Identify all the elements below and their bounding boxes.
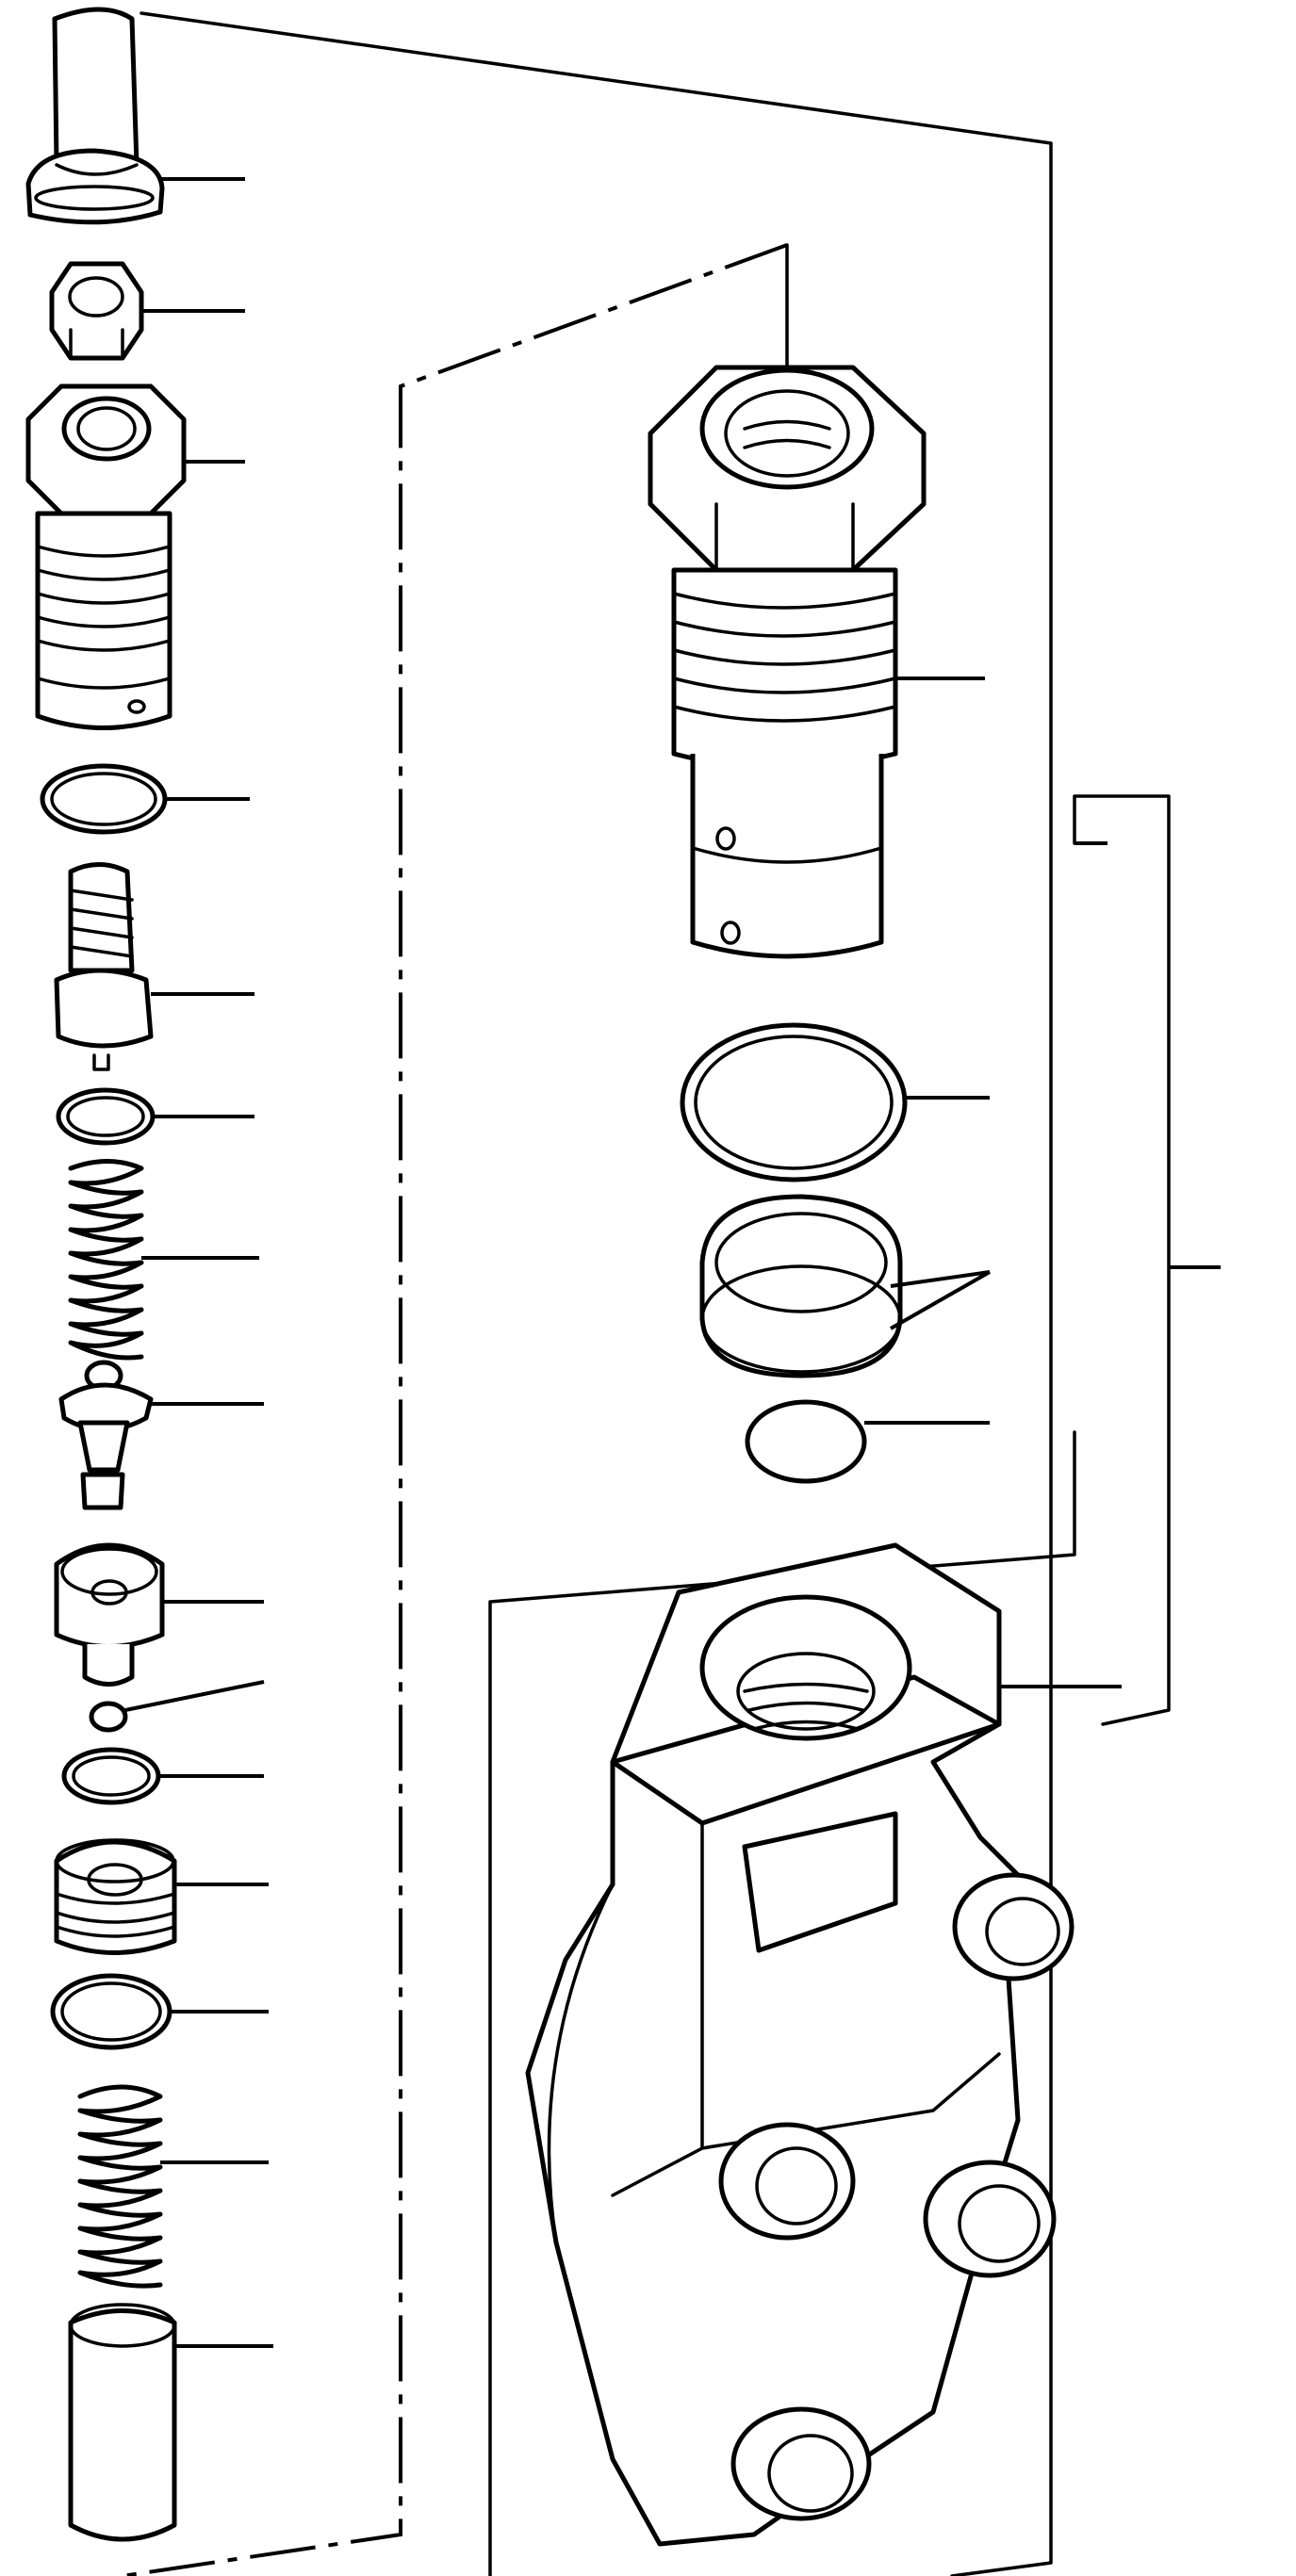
assembly-outline-lines <box>122 11 1221 2576</box>
o-ring-part <box>56 1087 254 1146</box>
backup-ring-part <box>699 1194 991 1378</box>
valve-housing-part <box>525 1542 1122 2547</box>
o-ring-part <box>680 1022 990 1182</box>
o-ring-part <box>50 1973 269 2050</box>
ball-part <box>89 1680 265 1733</box>
spring-part <box>77 2084 269 2289</box>
spring-part <box>68 1159 259 1361</box>
cap-part <box>25 7 245 225</box>
relief-valve-body-part <box>648 365 985 959</box>
poppet-part <box>58 1360 264 1510</box>
seat-part <box>54 1542 264 1687</box>
sleeve-part <box>68 2303 273 2542</box>
o-ring-part <box>40 763 250 835</box>
o-ring-part <box>61 1747 264 1805</box>
threaded-plug-part <box>54 1838 269 1955</box>
o-ring-part <box>745 1399 990 1484</box>
nut-part <box>49 261 245 361</box>
poppet-screw-part <box>54 862 254 1071</box>
hex-plug-part <box>25 383 245 730</box>
